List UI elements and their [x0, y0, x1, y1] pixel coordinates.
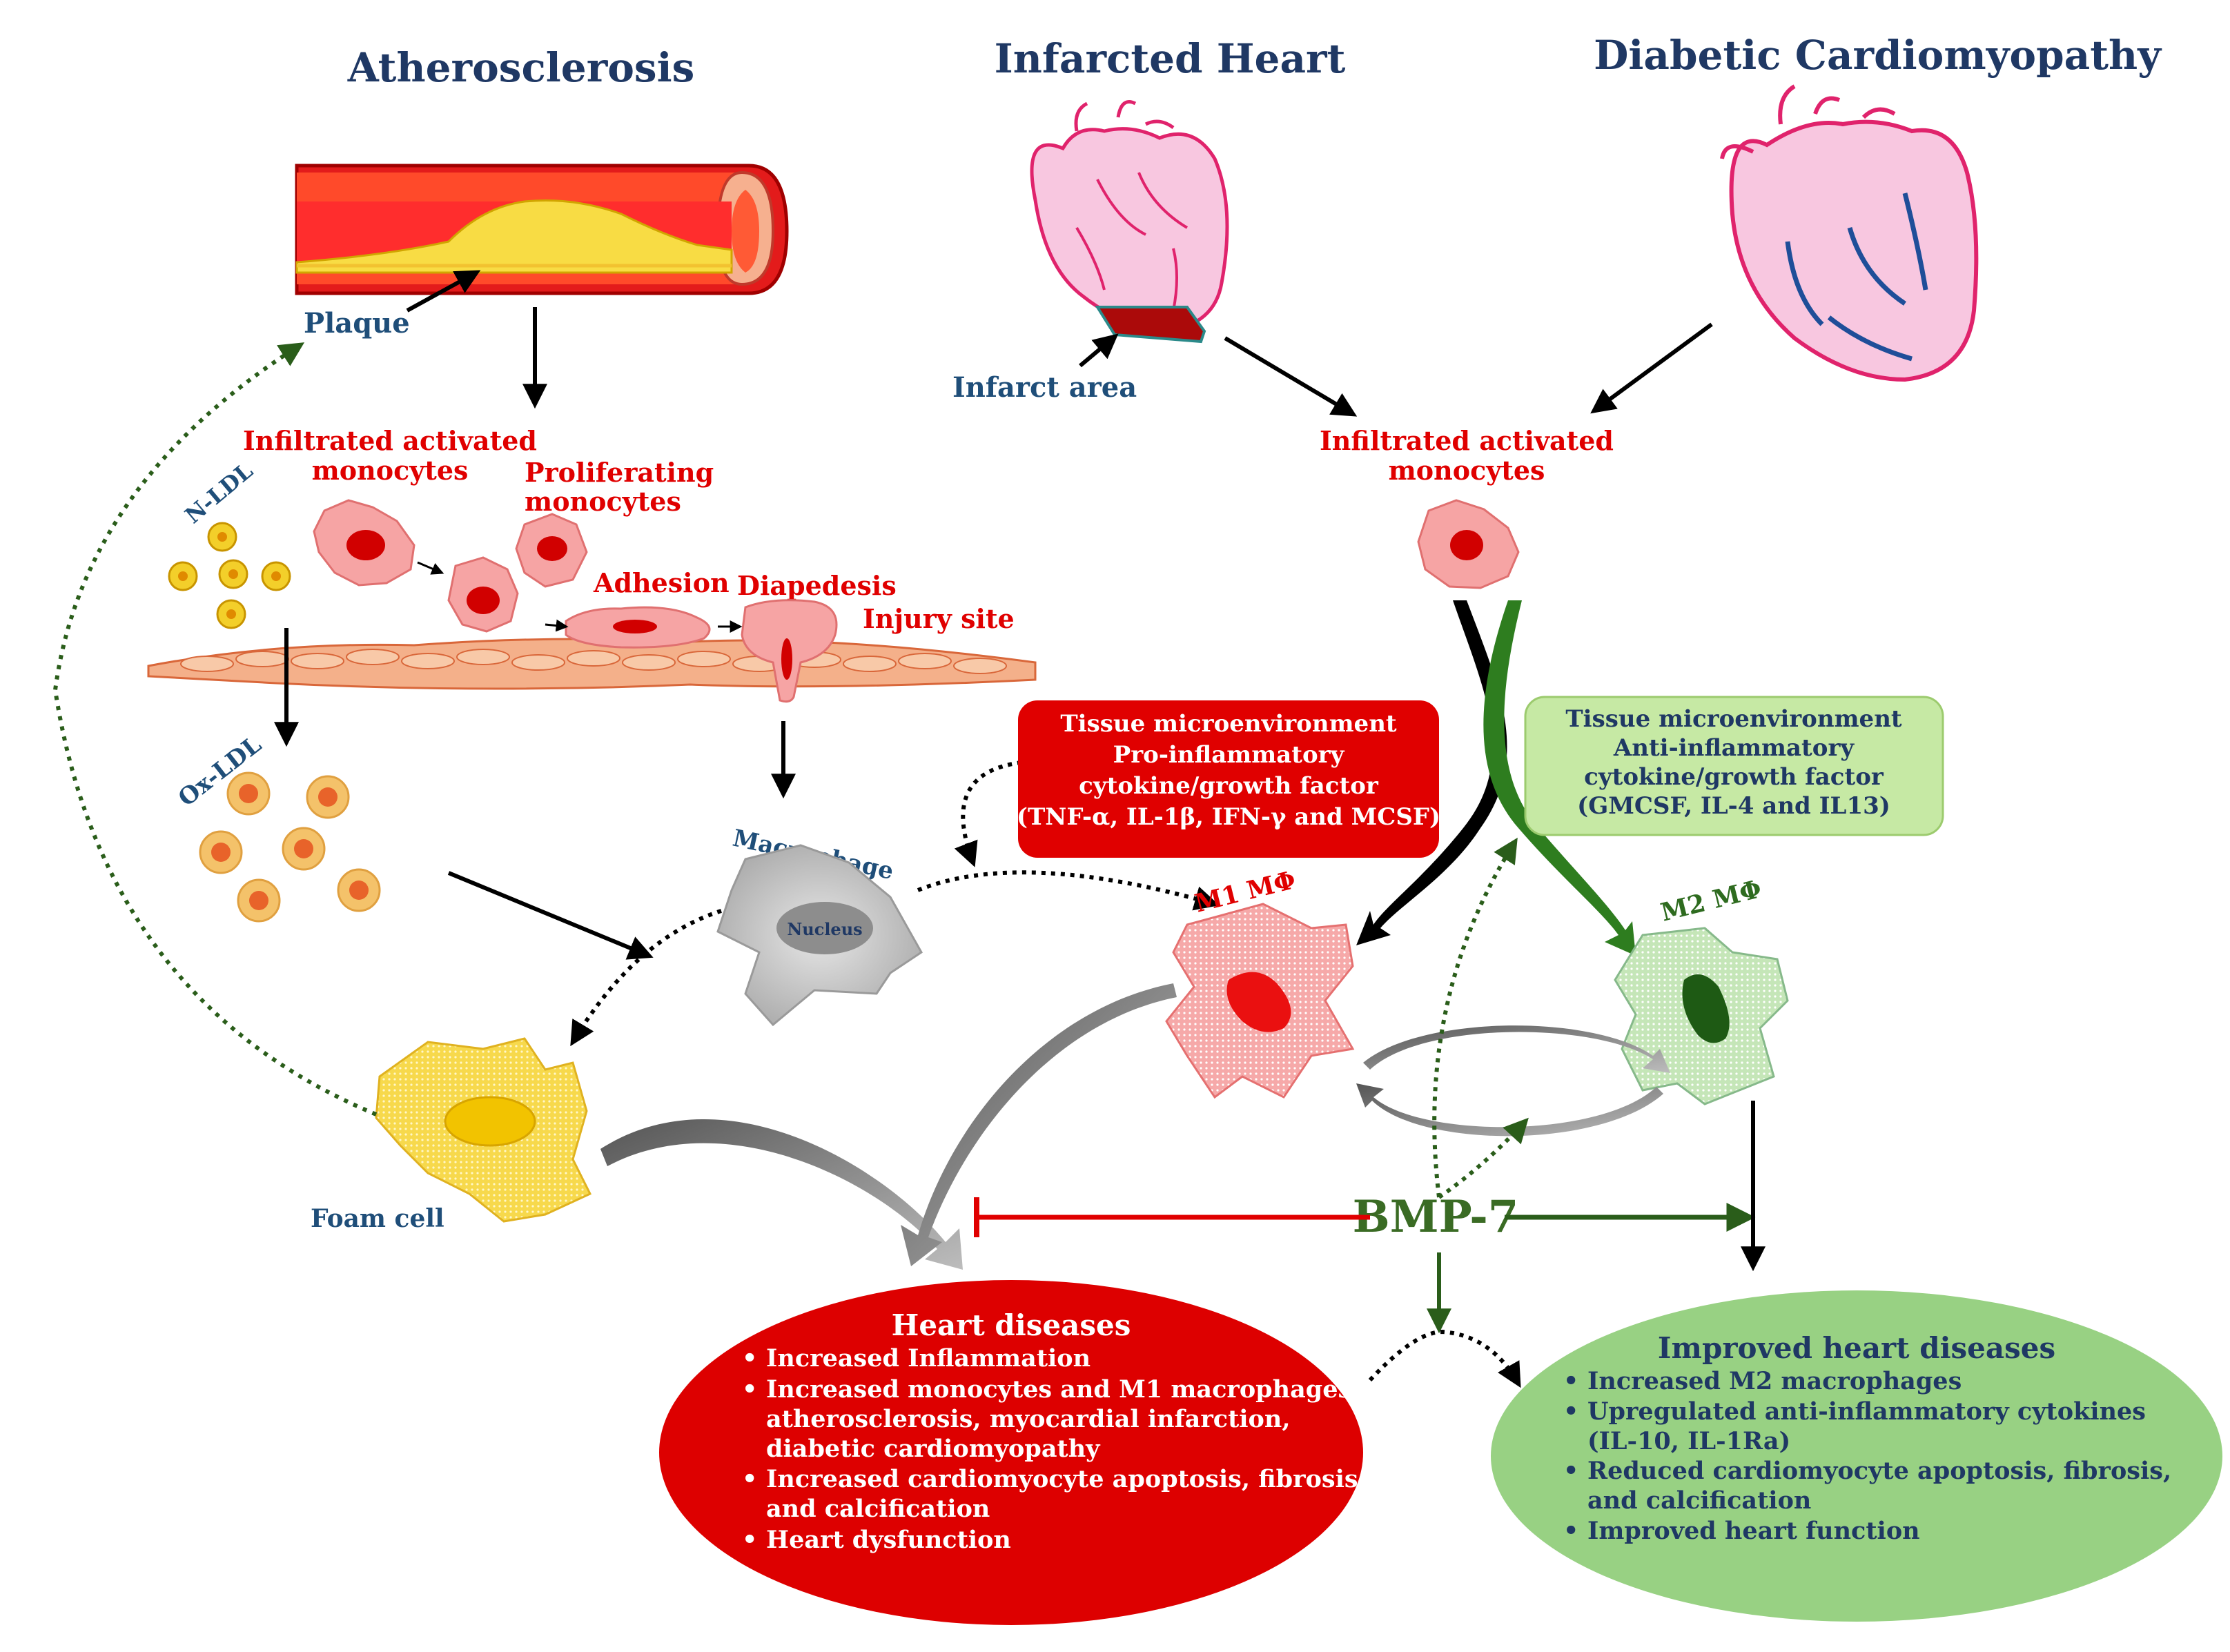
improved-item-5: and calcification: [1587, 1486, 1811, 1515]
bmp7-inhibition: [974, 1197, 1370, 1237]
heart-diseases-bullet-4: •: [742, 1526, 757, 1554]
dotted-foam-to-plaque: [52, 342, 378, 1117]
improved-heart-diseases-panel: Improved heart diseases • Increased M2 m…: [1491, 1290, 2222, 1622]
label-nucleus: Nucleus: [787, 919, 862, 939]
label-injury-site: Injury site: [863, 603, 1015, 634]
anti-box-line-4: (GMCSF, IL-4 and IL13): [1577, 792, 1890, 820]
arrow-mono-2: [545, 619, 569, 632]
curved-arrow-to-m1: [1356, 600, 1507, 945]
anti-box-line-2: Anti-inflammatory: [1613, 734, 1855, 762]
pro-inflammatory-box: Tissue microenvironment Pro-inflammatory…: [1017, 700, 1440, 858]
heart-diseases-item-4: diabetic cardiomyopathy: [766, 1435, 1101, 1463]
arc-foam-to-disease: [600, 1119, 963, 1270]
macrophage-cell: [716, 844, 923, 1027]
n-ldl-cores: [178, 532, 281, 619]
dotted-macrophage-to-m1: [917, 870, 1220, 911]
heart-diseases-item-7: Heart dysfunction: [766, 1526, 1011, 1554]
arc-m1-to-disease: [901, 983, 1177, 1266]
monocyte-proliferating-2: [515, 513, 588, 588]
pro-box-line-1: Tissue microenvironment: [1060, 710, 1397, 738]
diabetic-heart-illustration: [1720, 84, 1979, 382]
monocyte-infiltrated-right: [1417, 499, 1520, 589]
improved-bullet-3: •: [1563, 1457, 1578, 1485]
arrow-oxldl-to-foam: [447, 871, 654, 960]
infarcted-heart-illustration: [1030, 100, 1229, 344]
dotted-probox-to-arrow: [954, 760, 1022, 867]
label-proliferating-1: Proliferating: [525, 457, 714, 488]
label-proliferating-2: monocytes: [525, 486, 681, 517]
improved-item-6: Improved heart function: [1587, 1517, 1920, 1545]
heart-diseases-item-2: Increased monocytes and M1 macrophages i…: [766, 1375, 1387, 1404]
improved-item-1: Increased M2 macrophages: [1587, 1367, 1962, 1395]
curved-arrow-to-m2: [1483, 600, 1636, 956]
pro-box-line-3: cytokine/growth factor: [1079, 772, 1379, 800]
heart-diseases-item-5: Increased cardiomyocyte apoptosis, fibro…: [766, 1465, 1367, 1493]
pro-box-line-2: Pro-inflammatory: [1113, 741, 1345, 769]
label-infiltrated-left-2: monocytes: [312, 455, 469, 486]
heart-diseases-item-1: Increased Inflammation: [766, 1344, 1090, 1373]
dotted-bmp7-to-cycle: [1438, 1117, 1529, 1199]
title-diabetic-cardiomyopathy: Diabetic Cardiomyopathy: [1594, 32, 2162, 79]
m1-macrophage: [1165, 903, 1355, 1099]
heart-diseases-item-3: atherosclerosis, myocardial infarction,: [766, 1405, 1291, 1433]
cycle-arrow-bottom: [1356, 1083, 1663, 1137]
improved-item-2: Upregulated anti-inflammatory cytokines: [1587, 1397, 2146, 1426]
heart-diseases-bullet-3: •: [742, 1465, 757, 1493]
monocyte-infiltrated-left: [313, 499, 415, 587]
anti-inflammatory-box: Tissue microenvironment Anti-inflammator…: [1524, 696, 1944, 836]
improved-item-4: Reduced cardiomyocyte apoptosis, fibrosi…: [1587, 1457, 2171, 1485]
improved-bullet-4: •: [1563, 1517, 1578, 1545]
dotted-macrophage-to-foam: [570, 909, 722, 1047]
heart-diseases-item-6: and calcification: [766, 1495, 990, 1523]
title-atherosclerosis: Atherosclerosis: [347, 44, 695, 91]
endothelium-layer: [147, 638, 1037, 690]
cycle-arrow-top: [1363, 1025, 1670, 1073]
arrow-plaque: [406, 270, 481, 313]
heart-diseases-panel: Heart diseases • Increased Inflammation …: [659, 1280, 1387, 1625]
dotted-disease-to-improved: [1368, 1329, 1521, 1388]
foam-cell: [375, 1037, 592, 1223]
label-adhesion: Adhesion: [593, 567, 730, 598]
label-infiltrated-left-1: Infiltrated activated: [243, 425, 537, 456]
arrow-diabetic-to-monocytes: [1590, 322, 1713, 414]
label-m2: M2 MΦ: [1658, 874, 1764, 927]
ox-ldl-cores: [211, 784, 369, 910]
label-plaque: Plaque: [304, 307, 410, 340]
title-infarcted-heart: Infarcted Heart: [995, 35, 1346, 82]
dotted-bmp7-to-anti-box: [1432, 837, 1518, 1198]
monocyte-diapedesis: [741, 599, 838, 703]
label-infiltrated-right-2: monocytes: [1389, 455, 1545, 486]
improved-bullet-1: •: [1563, 1367, 1578, 1395]
m2-macrophage: [1614, 927, 1789, 1105]
arrow-mono-1: [417, 561, 444, 575]
label-n-ldl: N-LDL: [180, 458, 258, 529]
label-infarct-area: Infarct area: [952, 371, 1137, 404]
label-diapedesis: Diapedesis: [737, 570, 897, 601]
heart-diseases-title: Heart diseases: [892, 1308, 1131, 1342]
heart-diseases-bullet-2: •: [742, 1375, 757, 1404]
label-foam-cell: Foam cell: [311, 1204, 444, 1233]
anti-box-line-1: Tissue microenvironment: [1565, 705, 1902, 733]
pro-box-line-4: (TNF-α, IL-1β, IFN-γ and MCSF): [1017, 803, 1440, 831]
label-infiltrated-right-1: Infiltrated activated: [1320, 425, 1614, 456]
label-bmp7: BMP-7: [1353, 1191, 1519, 1243]
arrow-infarct-to-monocytes: [1224, 336, 1358, 417]
monocyte-adhesion: [565, 606, 711, 649]
improved-bullet-2: •: [1563, 1397, 1578, 1426]
artery-illustration: [295, 164, 789, 295]
heart-diseases-bullet-1: •: [742, 1344, 757, 1373]
improved-title: Improved heart diseases: [1658, 1331, 2055, 1365]
anti-box-line-3: cytokine/growth factor: [1584, 763, 1884, 791]
improved-item-3: (IL-10, IL-1Ra): [1587, 1427, 1790, 1455]
monocyte-proliferating-1: [447, 556, 519, 633]
arrow-infarct-area: [1079, 333, 1119, 368]
